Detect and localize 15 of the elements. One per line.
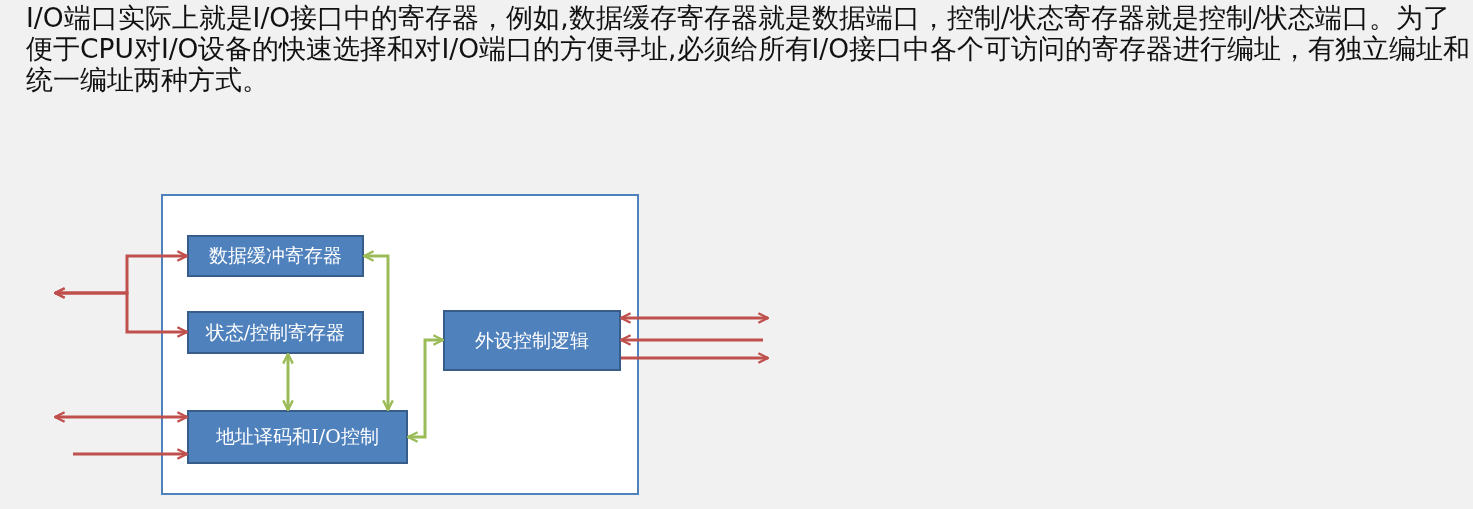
register-box: 数据缓冲寄存器 xyxy=(187,235,364,277)
arrow xyxy=(53,287,189,338)
register-box: 状态/控制寄存器 xyxy=(187,311,364,354)
arrow xyxy=(619,334,763,346)
arrow xyxy=(53,411,189,423)
arrow xyxy=(362,250,394,412)
arrow xyxy=(73,448,189,460)
arrow xyxy=(619,312,770,324)
arrow xyxy=(406,334,445,443)
register-box: 外设控制逻辑 xyxy=(443,310,621,371)
register-box: 地址译码和I/O控制 xyxy=(187,410,408,464)
interface-frame xyxy=(161,194,639,495)
arrow xyxy=(621,352,770,364)
description-text: I/O端口实际上就是I/O接口中的寄存器，例如,数据缓存寄存器就是数据端口，控制/状态寄存器就是控制/状态端口。为了便于CPU对I/O设备的快速选择和对I/O端口的方便寻址,必须给所有I/O接口中各个可访问的寄存器进行编址，有独立编址和统一编址两种方式。 xyxy=(26,2,1471,95)
arrow xyxy=(282,352,294,412)
